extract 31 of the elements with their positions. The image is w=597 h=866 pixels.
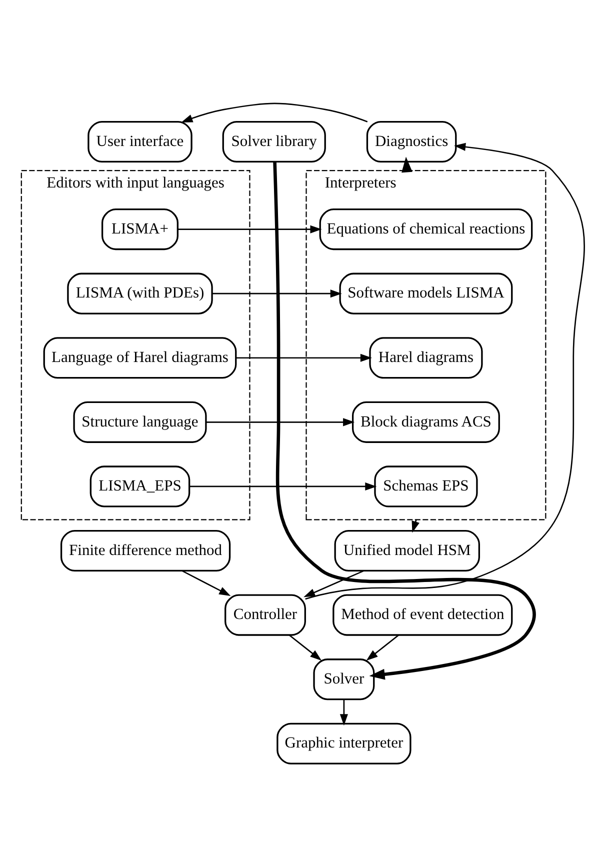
node-box: User interface (88, 120, 192, 162)
node-box: LISMA+ (101, 208, 179, 250)
node-box: Finite difference method (60, 529, 231, 572)
node-box: Solver (313, 658, 375, 700)
node-box: Solver library (222, 120, 326, 162)
node-box: Graphic interpreter (276, 722, 412, 764)
node-box: Method of event detection (332, 594, 513, 636)
arrow (288, 634, 322, 660)
arrow (182, 570, 231, 596)
node-box: Diagnostics (366, 120, 457, 162)
arrow (212, 289, 342, 298)
node-box: Language of Harel diagrams (43, 336, 237, 378)
node-box: Schemas EPS (374, 465, 478, 507)
node-box: LISMA (with PDEs) (67, 272, 213, 314)
arrow (181, 102, 368, 122)
arrow (340, 698, 348, 726)
node-box: Software models LISMA (339, 272, 513, 314)
arrow (178, 224, 322, 233)
arrow (189, 482, 377, 490)
node-box: Block diagrams ACS (352, 400, 500, 442)
arrow (366, 634, 400, 660)
node-box: Unified model HSM (334, 529, 480, 572)
arrow (206, 418, 355, 426)
node-box: Equations of chemical reactions (319, 208, 533, 250)
node-box: LISMA_EPS (90, 465, 190, 507)
node-box: Structure language (73, 400, 207, 442)
node-box: Controller (224, 594, 306, 636)
node-box: Harel diagrams (369, 336, 483, 378)
arrow (304, 570, 364, 597)
arrow (305, 142, 585, 600)
arrow (236, 353, 372, 362)
